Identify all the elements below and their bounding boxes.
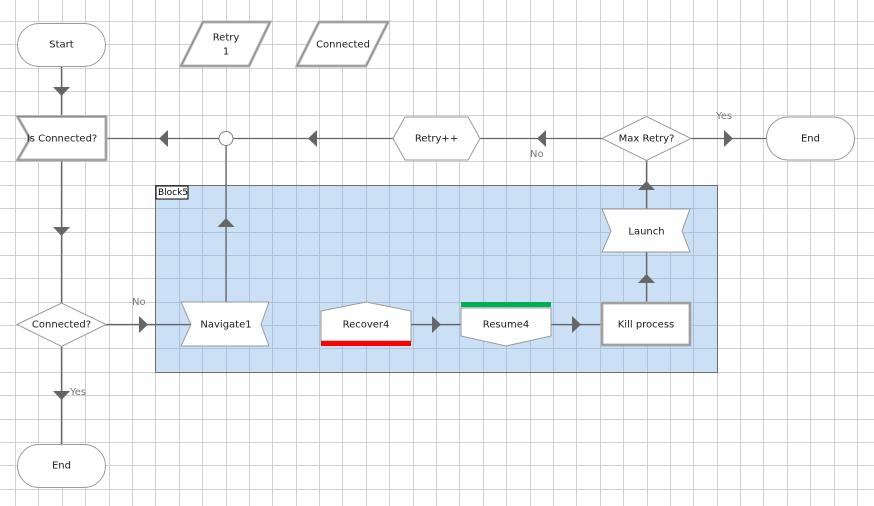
diamond-shape <box>15 302 108 348</box>
node-resume[interactable]: Resume4 <box>460 302 552 347</box>
arrow-left-icon <box>159 130 168 147</box>
node-connected-variable[interactable]: Connected <box>294 20 391 68</box>
terminator-shape <box>766 116 855 161</box>
node-label: Launch <box>628 227 664 238</box>
node-label: Kill process <box>618 320 675 331</box>
arrow-up-icon <box>638 274 655 283</box>
node-label: Resume4 <box>483 320 529 331</box>
arrow-left-icon <box>308 130 317 147</box>
junction-node[interactable] <box>218 131 234 146</box>
edge-label-no: No <box>530 149 544 160</box>
node-label: Max Retry? <box>619 134 675 145</box>
rect-outline <box>601 302 691 346</box>
arrow-right-icon <box>432 316 441 333</box>
node-connected-decision[interactable]: Connected? <box>15 302 108 348</box>
parallelogram-outline <box>296 21 389 67</box>
node-label: Start <box>49 40 74 51</box>
terminator-shape <box>17 444 106 488</box>
node-max-retry[interactable]: Max Retry? <box>600 115 693 162</box>
notched-rect-outline <box>16 116 107 161</box>
node-retry-increment[interactable]: Retry++ <box>392 116 481 161</box>
double-notched-shape <box>180 301 270 347</box>
edge-label-yes: Yes <box>69 387 86 398</box>
diamond-shape <box>600 115 693 162</box>
edges: Yes No No Yes <box>53 66 766 444</box>
node-recover[interactable]: Recover4 <box>320 301 412 346</box>
arrow-right-icon <box>139 316 148 333</box>
status-bar-error <box>321 341 411 346</box>
node-start[interactable]: Start <box>17 23 106 67</box>
block5-label-box <box>155 185 189 200</box>
edge-label-yes: Yes <box>715 111 732 122</box>
status-bar-success <box>461 302 551 307</box>
arrow-up-icon <box>638 181 655 190</box>
node-retry-variable[interactable]: Retry 1 <box>178 20 273 68</box>
node-is-connected[interactable]: Is Connected? <box>14 115 108 162</box>
parallelogram-outline <box>180 21 271 67</box>
node-label: Recover4 <box>343 320 390 331</box>
block5-label: Block5 <box>158 188 188 198</box>
edge-label-no: No <box>132 297 146 308</box>
pentagon-shape <box>460 307 552 347</box>
node-end-bottom[interactable]: End <box>17 444 106 488</box>
node-label: End <box>801 134 820 145</box>
arrow-down-icon <box>53 227 70 236</box>
parallelogram-shape <box>178 20 273 68</box>
node-label: Connected? <box>32 320 91 331</box>
node-label: Navigate1 <box>200 320 251 331</box>
arrow-right-icon <box>724 130 733 147</box>
node-label: Retry <box>213 33 240 44</box>
arrow-down-icon <box>53 391 70 400</box>
hexagon-shape <box>392 116 481 161</box>
node-end-right[interactable]: End <box>766 116 855 161</box>
arrow-down-icon <box>53 87 70 96</box>
node-label: Connected <box>316 40 370 51</box>
node-label: End <box>52 461 71 472</box>
double-notched-shape <box>601 208 691 253</box>
node-label: Is Connected? <box>27 134 98 145</box>
terminator-shape <box>17 23 106 67</box>
pentagon-shape <box>320 301 412 342</box>
arrow-left-icon <box>537 130 546 147</box>
node-launch[interactable]: Launch <box>601 208 691 253</box>
node-label: Retry++ <box>415 134 458 145</box>
node-kill-process[interactable]: Kill process <box>600 301 692 347</box>
arrow-right-icon <box>572 316 581 333</box>
block5-border <box>155 185 718 373</box>
node-navigate[interactable]: Navigate1 <box>180 301 270 347</box>
node-value: 1 <box>223 47 229 58</box>
arrow-up-icon <box>217 218 235 227</box>
